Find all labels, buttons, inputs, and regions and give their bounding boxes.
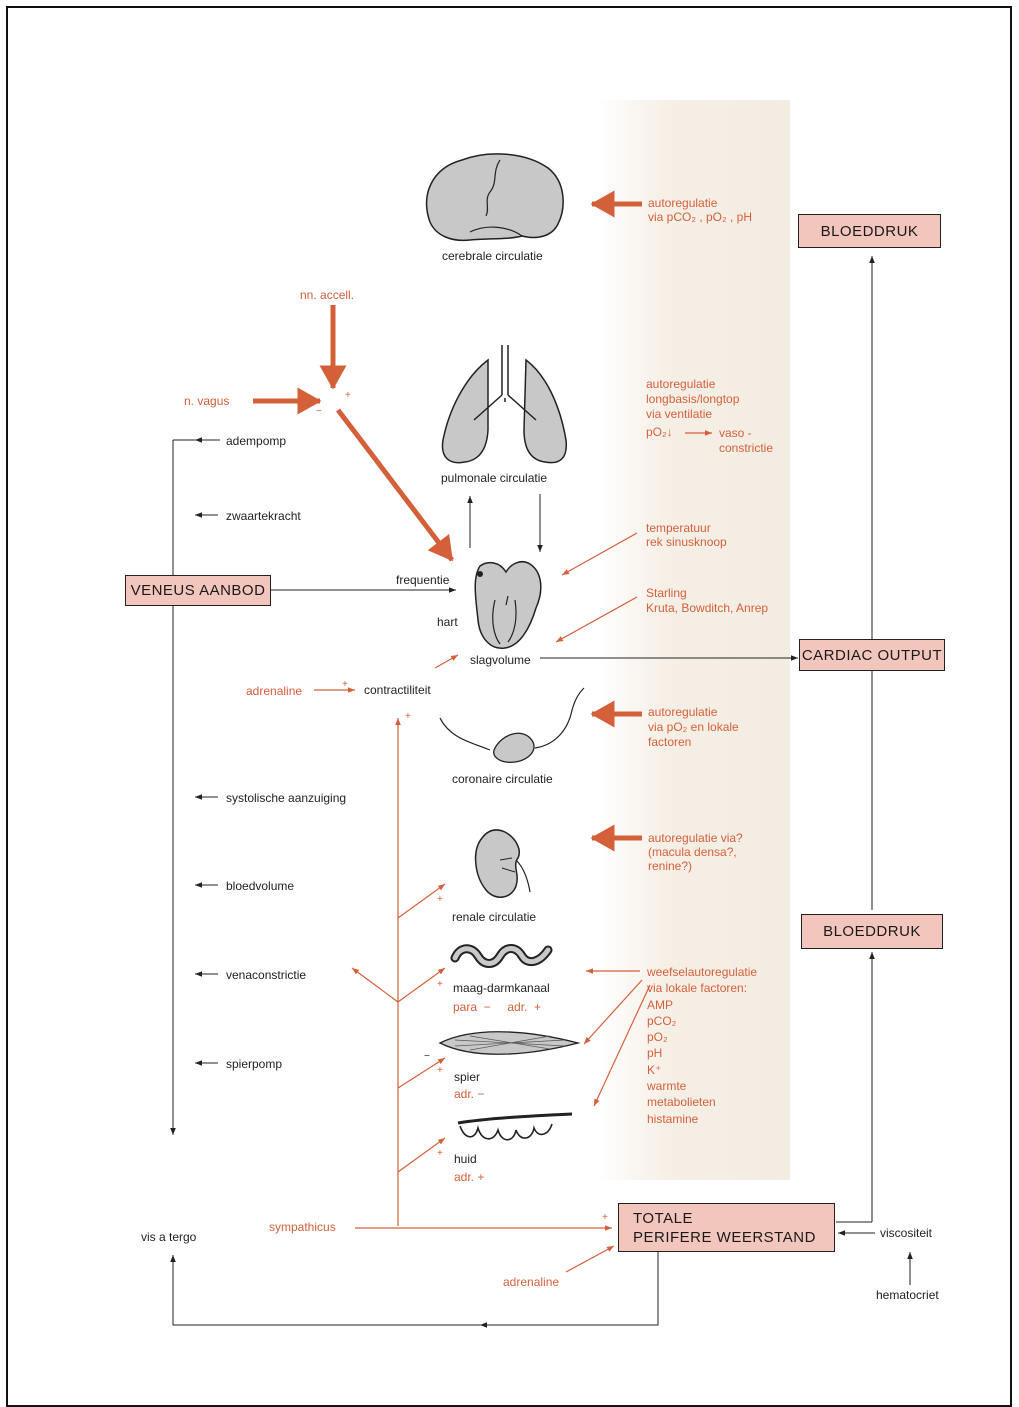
venous-factor: spierpomp bbox=[226, 1057, 282, 1071]
sign-plus-huid: + bbox=[437, 1147, 443, 1161]
label-contractiliteit: contractiliteit bbox=[364, 683, 431, 697]
label-hart: hart bbox=[437, 615, 458, 629]
label-hematocriet: hematocriet bbox=[876, 1288, 939, 1302]
box-veneus-aanbod: VENEUS AANBOD bbox=[125, 575, 271, 606]
autoreg-coronary: autoregulatie via pO₂ en lokale factoren bbox=[648, 705, 739, 750]
sign-plus-adrenaline: + bbox=[342, 678, 348, 692]
venous-factor: adempomp bbox=[226, 434, 286, 448]
sign-plus-maag: + bbox=[437, 978, 443, 992]
modifier-maag: para − adr. + bbox=[453, 1000, 541, 1014]
box-totale-perifere-weerstand: TOTALE PERIFERE WEERSTAND bbox=[618, 1203, 835, 1252]
label-adrenaline-heart: adrenaline bbox=[246, 684, 302, 698]
sign-plus-weerstand: + bbox=[602, 1211, 608, 1225]
autoreg-heart-starling: Starling Kruta, Bowditch, Anrep bbox=[646, 586, 768, 616]
box-totale-line2: PERIFERE WEERSTAND bbox=[633, 1228, 816, 1247]
heart-icon bbox=[475, 562, 541, 649]
autoreg-pulmonal-vaso: vaso - constrictie bbox=[719, 426, 773, 456]
autoreg-tissue: weefselautoregulatie via lokale factoren… bbox=[647, 964, 757, 1127]
muscle-icon bbox=[440, 1032, 578, 1055]
sign-minus-vagus: − bbox=[316, 405, 322, 419]
label-renale: renale circulatie bbox=[452, 910, 536, 924]
coronary-vessels-icon bbox=[440, 688, 584, 762]
autoreg-renal: autoregulatie via? (macula densa?, renin… bbox=[648, 831, 743, 873]
venous-factor: venaconstrictie bbox=[226, 968, 306, 982]
label-cerebrale: cerebrale circulatie bbox=[442, 249, 543, 263]
venous-factor: zwaartekracht bbox=[226, 509, 301, 523]
box-cardiac-output: CARDIAC OUTPUT bbox=[799, 639, 945, 671]
label-n-vagus: n. vagus bbox=[184, 394, 229, 408]
label-frequentie: frequentie bbox=[396, 573, 449, 587]
label-sympathicus: sympathicus bbox=[269, 1220, 336, 1234]
sign-minus-spier: − bbox=[424, 1050, 430, 1064]
label-maag: maag-darmkanaal bbox=[453, 981, 550, 995]
intestine-icon bbox=[455, 949, 548, 964]
sign-plus-contractiliteit: + bbox=[405, 710, 411, 724]
autoreg-cerebral: autoregulatie via pCO₂ , pO₂ , pH bbox=[648, 196, 752, 224]
modifier-spier: adr. − bbox=[454, 1087, 484, 1101]
venous-factor: bloedvolume bbox=[226, 879, 294, 893]
autoreg-pulmonal-po2: pO₂↓ bbox=[646, 425, 673, 439]
lungs-icon bbox=[442, 345, 566, 463]
box-bloeddruk-top: BLOEDDRUK bbox=[798, 214, 941, 248]
label-pulmonale: pulmonale circulatie bbox=[441, 471, 547, 485]
modifier-huid: adr. + bbox=[454, 1170, 484, 1184]
brain-icon bbox=[427, 154, 564, 240]
sign-plus-accell: + bbox=[345, 389, 351, 403]
label-adrenaline-bottom: adrenaline bbox=[503, 1275, 559, 1289]
autoreg-pulmonal: autoregulatie longbasis/longtop via vent… bbox=[646, 377, 739, 422]
venous-factor: systolische aanzuiging bbox=[226, 791, 346, 805]
box-totale-line1: TOTALE bbox=[633, 1209, 693, 1228]
label-slagvolume: slagvolume bbox=[470, 653, 531, 667]
label-spier: spier bbox=[454, 1070, 480, 1084]
autoreg-heart-temp: temperatuur rek sinusknoop bbox=[646, 521, 727, 549]
label-nn-accell: nn. accell. bbox=[300, 288, 354, 302]
label-huid: huid bbox=[454, 1152, 477, 1166]
kidney-icon bbox=[476, 830, 530, 897]
skin-icon bbox=[458, 1114, 572, 1140]
sign-plus-renale: + bbox=[437, 893, 443, 907]
label-viscositeit: viscositeit bbox=[880, 1226, 932, 1240]
label-vis-a-tergo: vis a tergo bbox=[141, 1230, 196, 1244]
label-coronaire: coronaire circulatie bbox=[452, 772, 553, 786]
sign-plus-spier: + bbox=[437, 1064, 443, 1078]
box-bloeddruk-mid: BLOEDDRUK bbox=[801, 914, 943, 949]
